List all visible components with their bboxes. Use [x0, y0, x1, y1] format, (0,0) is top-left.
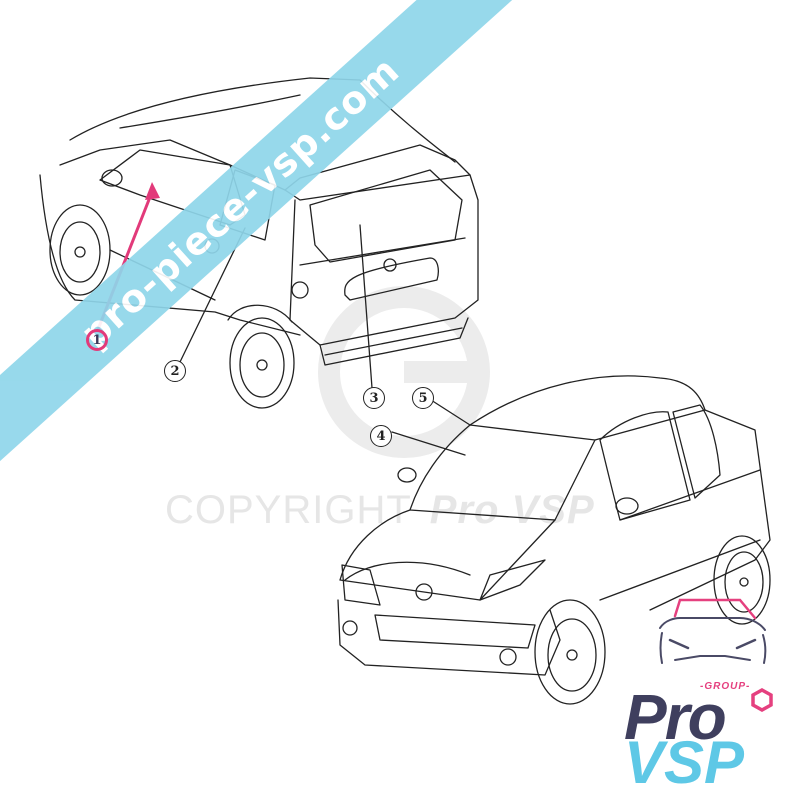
logo-pro-text: Pro — [624, 681, 727, 753]
callout-5-label: 5 — [418, 390, 428, 406]
callout-3-label: 3 — [369, 390, 379, 406]
callout-1: 1 — [86, 329, 108, 351]
callout-3: 3 — [363, 387, 385, 409]
copyright-watermark: COPYRIGHT Pro VSP — [165, 488, 595, 533]
copyright-brand: Pro VSP — [429, 488, 595, 532]
callout-1-label: 1 — [92, 332, 102, 348]
callout-5: 5 — [412, 387, 434, 409]
callout-4: 4 — [370, 425, 392, 447]
hex-nut-icon — [751, 688, 773, 712]
copyright-text: COPYRIGHT — [165, 488, 412, 532]
callout-2: 2 — [164, 360, 186, 382]
logo-vsp-text: VSP — [624, 729, 745, 796]
car-outline-icon — [659, 598, 767, 664]
logo-group-text: -GROUP- — [700, 681, 751, 692]
callout-4-label: 4 — [376, 428, 386, 444]
callout-2-label: 2 — [170, 363, 180, 379]
provsp-logo: -GROUP- Pro VSP — [620, 588, 790, 796]
